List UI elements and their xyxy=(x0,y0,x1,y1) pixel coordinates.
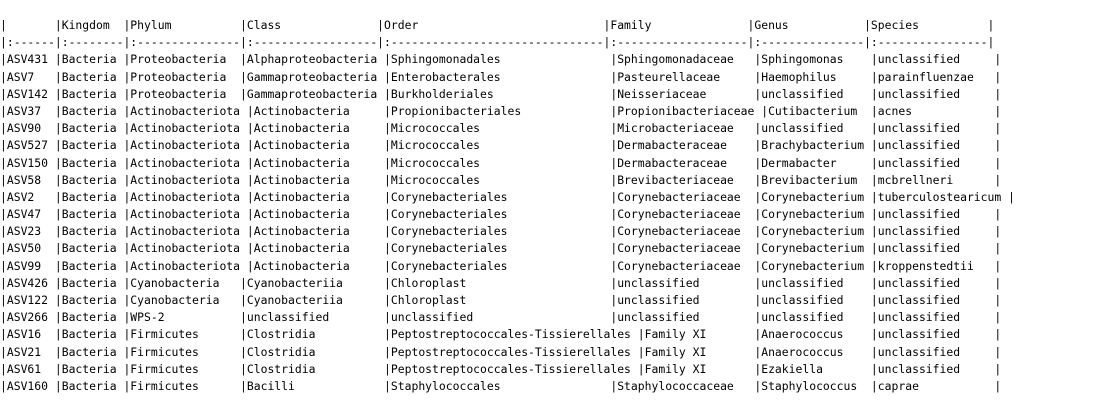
table-row: |ASV16 |Bacteria |Firmicutes |Clostridia… xyxy=(0,327,1002,342)
table-row: |ASV160 |Bacteria |Firmicutes |Bacilli |… xyxy=(0,378,1002,393)
table-row: |ASV21 |Bacteria |Firmicutes |Clostridia… xyxy=(0,344,1002,359)
table-row: |ASV7 |Bacteria |Proteobacteria |Gammapr… xyxy=(0,69,1002,84)
table-row: |ASV23 |Bacteria |Actinobacteriota |Acti… xyxy=(0,224,1002,239)
table-row: |ASV431 |Bacteria |Proteobacteria |Alpha… xyxy=(0,52,1002,67)
table-row: |ASV99 |Bacteria |Actinobacteriota |Acti… xyxy=(0,258,1002,273)
table-separator-row: |:------|:--------|:---------------|:---… xyxy=(0,35,995,50)
table-row: |ASV61 |Bacteria |Firmicutes |Clostridia… xyxy=(0,361,1002,376)
table-row: |ASV90 |Bacteria |Actinobacteriota |Acti… xyxy=(0,121,1002,136)
table-row: |ASV2 |Bacteria |Actinobacteriota |Actin… xyxy=(0,189,1015,204)
table-row: |ASV37 |Bacteria |Actinobacteriota |Acti… xyxy=(0,103,1002,118)
table-row: |ASV527 |Bacteria |Actinobacteriota |Act… xyxy=(0,138,1002,153)
table-row: |ASV150 |Bacteria |Actinobacteriota |Act… xyxy=(0,155,1002,170)
table-row: |ASV426 |Bacteria |Cyanobacteria |Cyanob… xyxy=(0,275,1002,290)
table-row: |ASV50 |Bacteria |Actinobacteriota |Acti… xyxy=(0,241,1002,256)
table-header-row: | |Kingdom |Phylum |Class |Order |Family… xyxy=(0,18,995,32)
table-row: |ASV122 |Bacteria |Cyanobacteria |Cyanob… xyxy=(0,293,1002,307)
table-row: |ASV47 |Bacteria |Actinobacteriota |Acti… xyxy=(0,207,1002,222)
table-row: |ASV58 |Bacteria |Actinobacteriota |Acti… xyxy=(0,172,1002,187)
table-row: |ASV142 |Bacteria |Proteobacteria |Gamma… xyxy=(0,86,1002,101)
table-row: |ASV266 |Bacteria |WPS-2 |unclassified |… xyxy=(0,310,1002,325)
